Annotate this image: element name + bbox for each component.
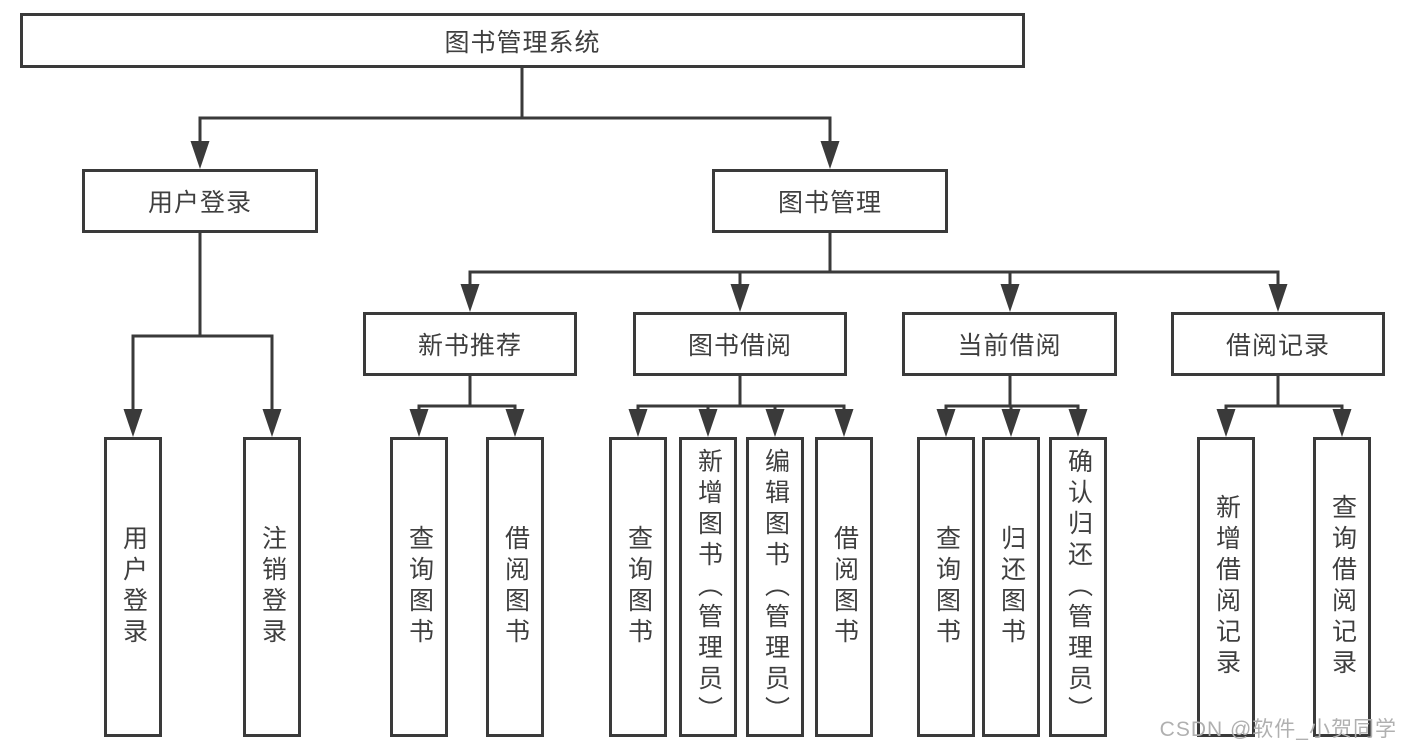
leaf-borrowing-borrow-books: 借阅图书 xyxy=(815,437,873,737)
leaf-current-return-books: 归还图书 xyxy=(982,437,1040,737)
node-book-borrowing: 图书借阅 xyxy=(633,312,847,376)
leaf-current-query-books: 查询图书 xyxy=(917,437,975,737)
leaf-recommend-query-books: 查询图书 xyxy=(390,437,448,737)
leaf-current-confirm-return-admin: 确认归还（管理员） xyxy=(1049,437,1107,737)
leaf-borrowing-query-books: 查询图书 xyxy=(609,437,667,737)
leaf-borrowing-add-books-admin: 新增图书（管理员） xyxy=(679,437,737,737)
node-new-book-recommendation: 新书推荐 xyxy=(363,312,577,376)
leaf-logout: 注销登录 xyxy=(243,437,301,737)
leaf-borrowing-edit-books-admin: 编辑图书（管理员） xyxy=(746,437,804,737)
csdn-watermark: CSDN @软件_小贺同学 xyxy=(1159,718,1397,741)
node-current-borrowing: 当前借阅 xyxy=(902,312,1117,376)
leaf-recommend-borrow-books: 借阅图书 xyxy=(486,437,544,737)
leaf-records-query-record: 查询借阅记录 xyxy=(1313,437,1371,737)
arrowhead-icons xyxy=(123,141,1352,437)
node-user-login: 用户登录 xyxy=(82,169,318,233)
node-borrowing-records: 借阅记录 xyxy=(1171,312,1385,376)
leaf-records-add-record: 新增借阅记录 xyxy=(1197,437,1255,737)
node-root: 图书管理系统 xyxy=(20,13,1025,68)
node-book-management: 图书管理 xyxy=(712,169,948,233)
leaf-user-login: 用户登录 xyxy=(104,437,162,737)
